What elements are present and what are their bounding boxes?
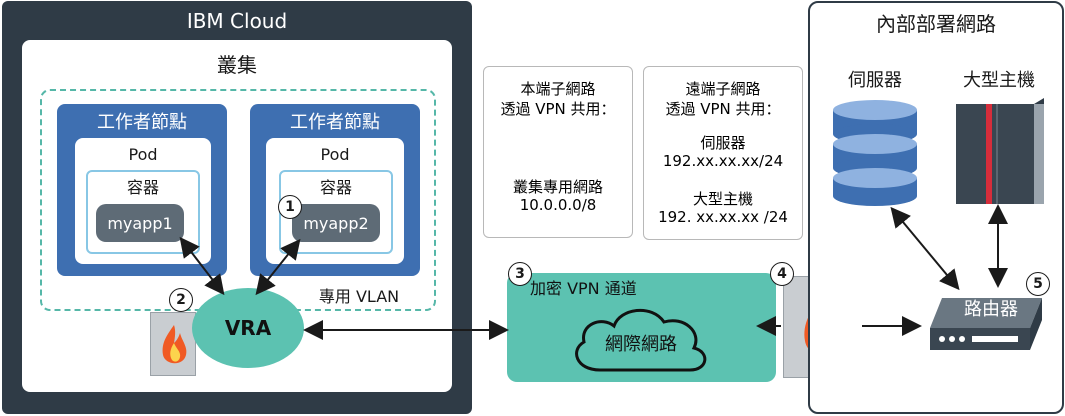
onprem-network-title: 內部部署網路 bbox=[876, 11, 996, 36]
arrow-myapp1-vra bbox=[179, 236, 225, 296]
pod-1-title: Pod bbox=[128, 144, 158, 164]
container-2-title: 容器 bbox=[319, 178, 352, 197]
arrow-server-router bbox=[890, 206, 960, 291]
router-icon bbox=[930, 298, 1042, 350]
pod-2-title: Pod bbox=[320, 144, 350, 164]
mainframe-subnet-value: 192. xx.xx.xx /24 bbox=[658, 208, 788, 226]
vra-firewall-appliance bbox=[150, 312, 196, 376]
vpn-tunnel bbox=[507, 273, 776, 382]
badge-4: 4 bbox=[770, 262, 794, 286]
cluster-title: 叢集 bbox=[217, 52, 257, 77]
container-1-title: 容器 bbox=[126, 178, 159, 197]
app-myapp1: myapp1 bbox=[96, 204, 184, 242]
mainframe-icon bbox=[956, 98, 1044, 204]
remote-subnets-box bbox=[643, 66, 803, 240]
internet-label: 網際網路 bbox=[605, 334, 677, 355]
server-subnet-label: 伺服器 bbox=[700, 134, 746, 152]
server-database-icon bbox=[833, 100, 917, 206]
remote-subnets-heading-1: 遠端子網路 bbox=[685, 80, 761, 98]
worker-node-2-title: 工作者節點 bbox=[290, 112, 380, 133]
flame-icon bbox=[162, 325, 187, 364]
local-subnets-box bbox=[483, 66, 633, 238]
private-vlan-label: 專用 VLAN bbox=[318, 287, 400, 306]
vra-router: VRA bbox=[192, 288, 304, 368]
worker-node-1-title: 工作者節點 bbox=[97, 112, 187, 133]
server-subnet-value: 192.xx.xx.xx/24 bbox=[662, 152, 784, 170]
remote-subnets-heading-2: 透過 VPN 共用： bbox=[665, 100, 781, 118]
badge-3: 3 bbox=[508, 262, 532, 286]
arrow-myapp2-vra bbox=[255, 238, 301, 296]
local-subnets-heading-1: 本端子網路 bbox=[520, 80, 596, 98]
cluster-network-label: 叢集專用網路 bbox=[512, 178, 603, 196]
router-label: 路由器 bbox=[964, 299, 1018, 320]
mainframe-subnet-label: 大型主機 bbox=[692, 190, 753, 208]
badge-5: 5 bbox=[1026, 272, 1050, 296]
badge-2: 2 bbox=[169, 288, 193, 312]
vpn-tunnel-label: 加密 VPN 通道 bbox=[530, 279, 637, 298]
local-subnets-heading-2: 透過 VPN 共用： bbox=[500, 100, 616, 118]
app-myapp2: myapp2 bbox=[292, 204, 380, 242]
mainframe-label: 大型主機 bbox=[963, 70, 1035, 91]
server-label: 伺服器 bbox=[848, 70, 902, 91]
badge-1: 1 bbox=[278, 195, 302, 219]
cluster-network-value: 10.0.0.0/8 bbox=[519, 196, 597, 214]
internet-cloud-icon bbox=[575, 308, 707, 372]
ibm-cloud-title: IBM Cloud bbox=[186, 9, 288, 33]
